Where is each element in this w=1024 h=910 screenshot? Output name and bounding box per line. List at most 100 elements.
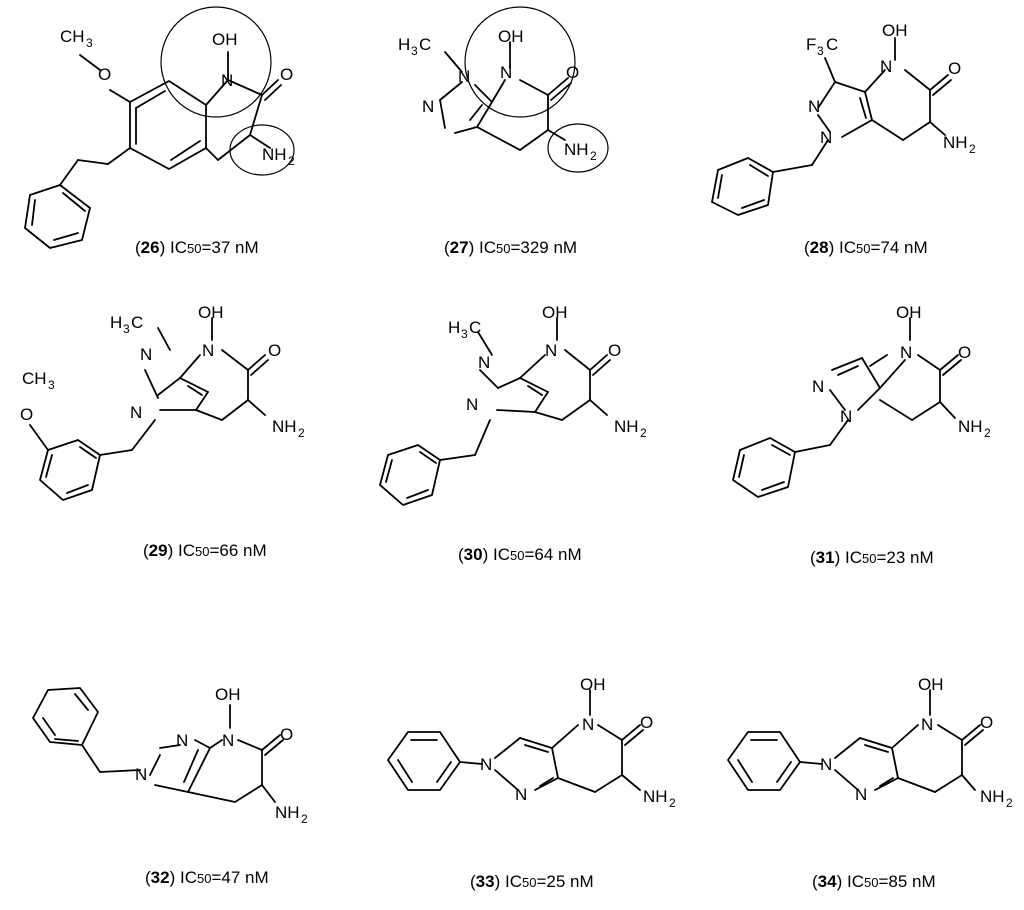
- svg-text:NH: NH: [643, 787, 668, 806]
- svg-text:N: N: [478, 353, 490, 372]
- structure-26: OH N O NH 2 O CH 3: [24, 6, 295, 249]
- caption-compound-30: (30) IC50=64 nM: [458, 545, 582, 564]
- svg-text:3: 3: [123, 322, 130, 336]
- caption-compound-29: (29) IC50=66 nM: [143, 541, 267, 560]
- svg-text:OH: OH: [215, 685, 241, 704]
- svg-text:NH: NH: [272, 417, 297, 436]
- svg-text:O: O: [948, 59, 961, 78]
- svg-text:H: H: [110, 313, 122, 332]
- svg-text:2: 2: [590, 149, 597, 163]
- svg-text:O: O: [958, 343, 971, 362]
- svg-text:O: O: [608, 341, 621, 360]
- svg-text:O: O: [980, 713, 993, 732]
- svg-text:F: F: [806, 35, 816, 54]
- svg-text:N: N: [458, 67, 470, 86]
- svg-text:H: H: [448, 318, 460, 337]
- svg-text:C: C: [826, 35, 838, 54]
- structure-34: OH N O N N NH 2: [727, 675, 1013, 810]
- svg-text:NH: NH: [262, 145, 287, 164]
- svg-text:N: N: [176, 731, 188, 750]
- svg-text:3: 3: [48, 378, 55, 392]
- svg-text:C: C: [131, 313, 143, 332]
- svg-text:O: O: [640, 713, 653, 732]
- highlight-circle-amine: [547, 123, 609, 173]
- svg-text:O: O: [566, 63, 579, 82]
- svg-text:OH: OH: [212, 30, 238, 49]
- structure-33: OH N O N N NH 2: [387, 675, 676, 810]
- svg-text:2: 2: [1006, 796, 1013, 810]
- svg-text:C: C: [469, 318, 481, 337]
- structure-31: OH N O N N NH 2: [732, 303, 991, 498]
- svg-text:C: C: [419, 35, 431, 54]
- svg-text:3: 3: [817, 44, 824, 58]
- svg-text:NH: NH: [943, 133, 968, 152]
- svg-text:OH: OH: [198, 303, 224, 322]
- svg-text:O: O: [268, 341, 281, 360]
- highlight-circle-hydroxamic: [160, 6, 272, 118]
- svg-text:N: N: [921, 715, 933, 734]
- svg-text:OH: OH: [882, 21, 908, 40]
- svg-text:2: 2: [288, 154, 295, 168]
- svg-text:N: N: [466, 395, 478, 414]
- caption-compound-34: (34) IC50=85 nM: [812, 872, 936, 891]
- svg-text:N: N: [545, 341, 557, 360]
- svg-text:N: N: [135, 765, 147, 784]
- svg-text:N: N: [820, 755, 832, 774]
- svg-text:2: 2: [984, 426, 991, 440]
- svg-text:N: N: [222, 731, 234, 750]
- highlight-circle-amine: [229, 124, 295, 176]
- svg-text:OH: OH: [542, 303, 568, 322]
- svg-text:2: 2: [669, 796, 676, 810]
- svg-text:N: N: [812, 377, 824, 396]
- svg-text:3: 3: [461, 327, 468, 341]
- svg-text:N: N: [515, 785, 527, 804]
- structure-28: OH N O N N NH 2 F 3 C: [711, 21, 976, 216]
- svg-text:CH: CH: [60, 27, 85, 46]
- svg-text:N: N: [840, 407, 852, 426]
- svg-text:OH: OH: [580, 675, 606, 694]
- svg-text:H: H: [398, 35, 410, 54]
- svg-text:3: 3: [86, 36, 93, 50]
- svg-text:N: N: [820, 128, 832, 147]
- structure-32: OH N O N N NH 2: [32, 685, 308, 826]
- svg-text:N: N: [880, 57, 892, 76]
- svg-text:2: 2: [298, 426, 305, 440]
- svg-text:NH: NH: [614, 417, 639, 436]
- svg-text:N: N: [500, 63, 512, 82]
- caption-compound-26: (26) IC50=37 nM: [135, 238, 259, 257]
- caption-compound-28: (28) IC50=74 nM: [804, 238, 928, 257]
- svg-text:N: N: [582, 715, 594, 734]
- svg-text:N: N: [221, 71, 233, 90]
- svg-text:OH: OH: [918, 675, 944, 694]
- svg-text:2: 2: [301, 812, 308, 826]
- svg-text:CH: CH: [22, 369, 47, 388]
- svg-text:NH: NH: [275, 803, 300, 822]
- svg-text:N: N: [422, 97, 434, 116]
- svg-text:3: 3: [411, 44, 418, 58]
- svg-text:2: 2: [640, 426, 647, 440]
- caption-compound-27: (27) IC50=329 nM: [444, 238, 578, 257]
- svg-text:O: O: [280, 725, 293, 744]
- highlight-circle-hydroxamic: [464, 6, 576, 118]
- svg-text:2: 2: [969, 142, 976, 156]
- structure-27: OH N O N N NH 2 H 3 C: [398, 6, 609, 173]
- structure-30: OH N O N N NH 2 H 3 C: [379, 303, 647, 506]
- svg-text:OH: OH: [498, 27, 524, 46]
- structure-29: OH N O N N NH 2 H 3 C O CH 3: [20, 303, 305, 501]
- caption-compound-32: (32) IC50=47 nM: [145, 868, 269, 887]
- svg-text:N: N: [808, 97, 820, 116]
- svg-text:N: N: [855, 785, 867, 804]
- svg-text:N: N: [140, 345, 152, 364]
- svg-text:NH: NH: [980, 787, 1005, 806]
- caption-compound-31: (31) IC50=23 nM: [810, 548, 934, 567]
- svg-text:O: O: [20, 405, 33, 424]
- svg-text:N: N: [130, 403, 142, 422]
- svg-text:NH: NH: [564, 140, 589, 159]
- svg-text:N: N: [202, 341, 214, 360]
- svg-text:O: O: [98, 65, 111, 84]
- svg-text:N: N: [480, 755, 492, 774]
- caption-compound-33: (33) IC50=25 nM: [470, 872, 594, 891]
- svg-text:O: O: [280, 65, 293, 84]
